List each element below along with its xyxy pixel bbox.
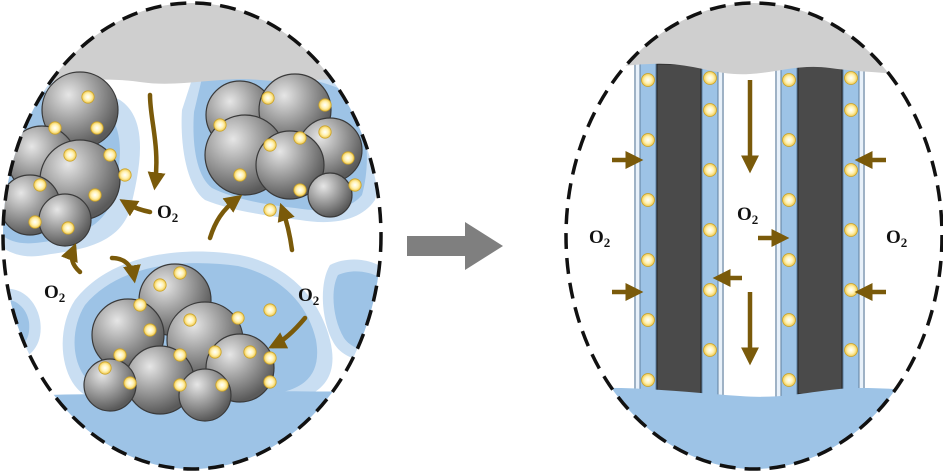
o2-arrow-lower-right: [268, 315, 308, 349]
catalyst-dot: [48, 121, 62, 135]
catalyst-dot: [782, 133, 796, 147]
catalyst-dot: [293, 183, 307, 197]
o2-arrow-lower-left: [60, 242, 83, 275]
catalyst-dot: [318, 125, 332, 139]
catalyst-dot: [844, 71, 858, 85]
catalyst-dot: [703, 71, 717, 85]
right-dashed-boundary: [564, 1, 943, 471]
o2-arrow-down-left: [147, 92, 166, 191]
carbon-rod: [797, 63, 843, 395]
left-panel-random-particles: O2 O2 O2: [1, 1, 383, 471]
catalyst-dot: [183, 313, 197, 327]
catalyst-dot: [88, 188, 102, 202]
catalyst-dot: [293, 131, 307, 145]
left-dashed-boundary: [1, 1, 383, 471]
catalyst-dot: [243, 345, 257, 359]
catalyst-dot: [173, 348, 187, 362]
catalyst-dot: [703, 343, 717, 357]
column-coating-left: [639, 59, 657, 401]
catalyst-dot: [782, 193, 796, 207]
catalyst-dot: [341, 151, 355, 165]
catalyst-dot: [318, 98, 332, 112]
catalyst-dot: [113, 348, 127, 362]
carbon-particle: [38, 193, 92, 247]
right-electrode-columns: [634, 59, 865, 401]
catalyst-dot: [98, 361, 112, 375]
catalyst-dot: [641, 253, 655, 267]
catalyst-dot: [782, 253, 796, 267]
catalyst-dot: [208, 345, 222, 359]
catalyst-dot: [703, 103, 717, 117]
catalyst-dot: [213, 118, 227, 132]
o2-arrow-lower-center: [109, 255, 141, 284]
catalyst-dot: [263, 138, 277, 152]
left-oxygen-arrows: [60, 92, 308, 349]
catalyst-dot: [90, 121, 104, 135]
catalyst-dot: [703, 163, 717, 177]
carbon-particle: [307, 172, 353, 218]
catalyst-dot: [81, 90, 95, 104]
left-catalyst-dots: [28, 90, 362, 392]
catalyst-dot: [123, 376, 137, 390]
catalyst-dot: [703, 283, 717, 297]
catalyst-dot: [782, 373, 796, 387]
catalyst-dot: [641, 193, 655, 207]
catalyst-dot: [133, 298, 147, 312]
o2-arrow-to-top-cluster: [277, 202, 295, 253]
catalyst-dot: [263, 303, 277, 317]
right-oxygen-arrows: [612, 80, 886, 366]
catalyst-dot: [782, 313, 796, 327]
carbon-rod: [656, 63, 702, 395]
catalyst-dot: [348, 178, 362, 192]
catalyst-dot: [844, 343, 858, 357]
catalyst-dot: [173, 378, 187, 392]
catalyst-dot: [215, 378, 229, 392]
catalyst-dot: [641, 133, 655, 147]
catalyst-dot: [844, 163, 858, 177]
catalyst-dot: [143, 323, 157, 337]
catalyst-dot: [118, 168, 132, 182]
catalyst-dot: [63, 148, 77, 162]
o2-arrow-to-right-cluster: [207, 194, 243, 241]
catalyst-dot: [641, 373, 655, 387]
right-gray-substrate: [566, 3, 942, 76]
catalyst-dot: [844, 103, 858, 117]
catalyst-dot: [28, 215, 42, 229]
left-o2-label-bottom-right: O2: [298, 285, 319, 308]
right-panel-aligned-arrays: O2 O2 O2: [564, 1, 943, 471]
catalyst-dot: [263, 375, 277, 389]
catalyst-dot: [231, 311, 245, 325]
catalyst-dot: [263, 351, 277, 365]
catalyst-dot: [103, 148, 117, 162]
catalyst-dot: [61, 221, 75, 235]
electrode-column: [634, 59, 724, 401]
right-arrow-icon: [407, 222, 503, 270]
catalyst-dot: [641, 73, 655, 87]
catalyst-dot: [261, 91, 275, 105]
left-o2-label-top: O2: [157, 202, 178, 225]
catalyst-dot: [844, 223, 858, 237]
catalyst-dot: [153, 278, 167, 292]
left-o2-label-bottom-left: O2: [44, 282, 65, 305]
catalyst-dot: [703, 223, 717, 237]
o2-arrow-to-left-cluster: [119, 199, 153, 217]
catalyst-dot: [233, 168, 247, 182]
carbon-particle: [178, 368, 232, 422]
catalyst-dot: [844, 283, 858, 297]
catalyst-dot: [173, 266, 187, 280]
catalyst-dot: [263, 203, 277, 217]
right-o2-label-center: O2: [737, 204, 758, 227]
right-o2-label-right: O2: [886, 227, 907, 250]
catalyst-dot: [33, 178, 47, 192]
electrode-column: [775, 59, 865, 401]
catalyst-dot: [782, 73, 796, 87]
catalyst-dot: [641, 313, 655, 327]
column-coating-left: [780, 59, 798, 401]
right-o2-label-left: O2: [589, 227, 610, 250]
